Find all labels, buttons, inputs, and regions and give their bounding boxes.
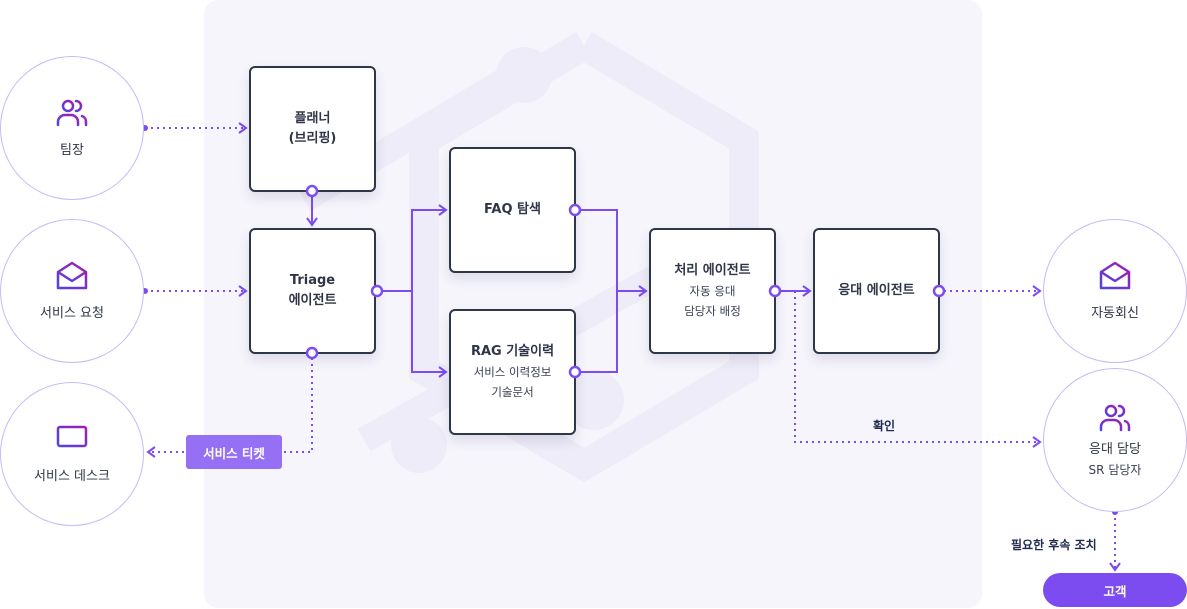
node-faq: FAQ 탐색	[449, 147, 576, 273]
followup-label: 필요한 후속 조치	[1011, 538, 1097, 552]
actor-label: 서비스 요청	[40, 306, 104, 321]
actor-label: 팀장	[60, 143, 84, 158]
actor-team-lead: 팀장	[0, 56, 144, 200]
monitor-icon	[56, 425, 88, 454]
node-title: 처리 에이전트	[674, 263, 751, 278]
edge-process-responder	[794, 291, 1042, 448]
node-title: FAQ 탐색	[484, 202, 541, 217]
actor-label: 서비스 데스크	[34, 469, 110, 484]
edge-faq-process	[580, 209, 648, 297]
actor-service-desk: 서비스 데스크	[0, 382, 144, 526]
edge-triage-desk	[146, 358, 313, 458]
node-sub: 서비스 이력정보	[473, 365, 552, 379]
edge-triage-faq	[382, 204, 448, 292]
port	[932, 284, 946, 298]
node-response-agent: 응대 에이전트	[813, 228, 940, 354]
node-planner: 플래너 (브리핑)	[249, 66, 376, 192]
node-process-agent: 처리 에이전트 자동 응대 담당자 배정	[649, 228, 776, 354]
service-ticket-label: 서비스 티켓	[186, 435, 282, 469]
port	[768, 284, 782, 298]
node-title: 플래너	[294, 111, 331, 126]
customer-node: 고객	[1043, 573, 1187, 607]
port	[305, 184, 319, 198]
envelope-open-icon	[56, 261, 88, 290]
actor-sublabel: SR 담당자	[1088, 463, 1142, 477]
node-title: Triage	[289, 273, 336, 288]
node-title: (브리핑)	[288, 131, 337, 146]
actor-service-request: 서비스 요청	[0, 219, 144, 363]
users-icon	[1099, 404, 1131, 432]
node-title: RAG 기술이력	[470, 344, 555, 359]
actor-responder: 응대 담당 SR 담당자	[1043, 368, 1187, 512]
node-sub: 담당자 배정	[684, 304, 741, 318]
port	[305, 346, 319, 360]
node-sub: 자동 응대	[689, 284, 736, 298]
actor-auto-reply: 자동회신	[1043, 219, 1187, 363]
node-sub: 기술문서	[491, 385, 534, 399]
port	[568, 203, 582, 217]
port	[370, 284, 384, 298]
confirm-label: 확인	[873, 419, 896, 433]
edge-triage-rag	[411, 291, 448, 378]
node-rag: RAG 기술이력 서비스 이력정보 기술문서	[449, 309, 576, 435]
envelope-open-icon	[1099, 261, 1131, 290]
node-title: 응대 에이전트	[838, 283, 915, 298]
users-icon	[56, 99, 88, 127]
actor-label: 자동회신	[1091, 306, 1139, 321]
node-title: 에이전트	[288, 293, 337, 308]
actor-label: 응대 담당	[1089, 442, 1141, 457]
port	[568, 365, 582, 379]
edge-rag-process	[580, 291, 618, 373]
